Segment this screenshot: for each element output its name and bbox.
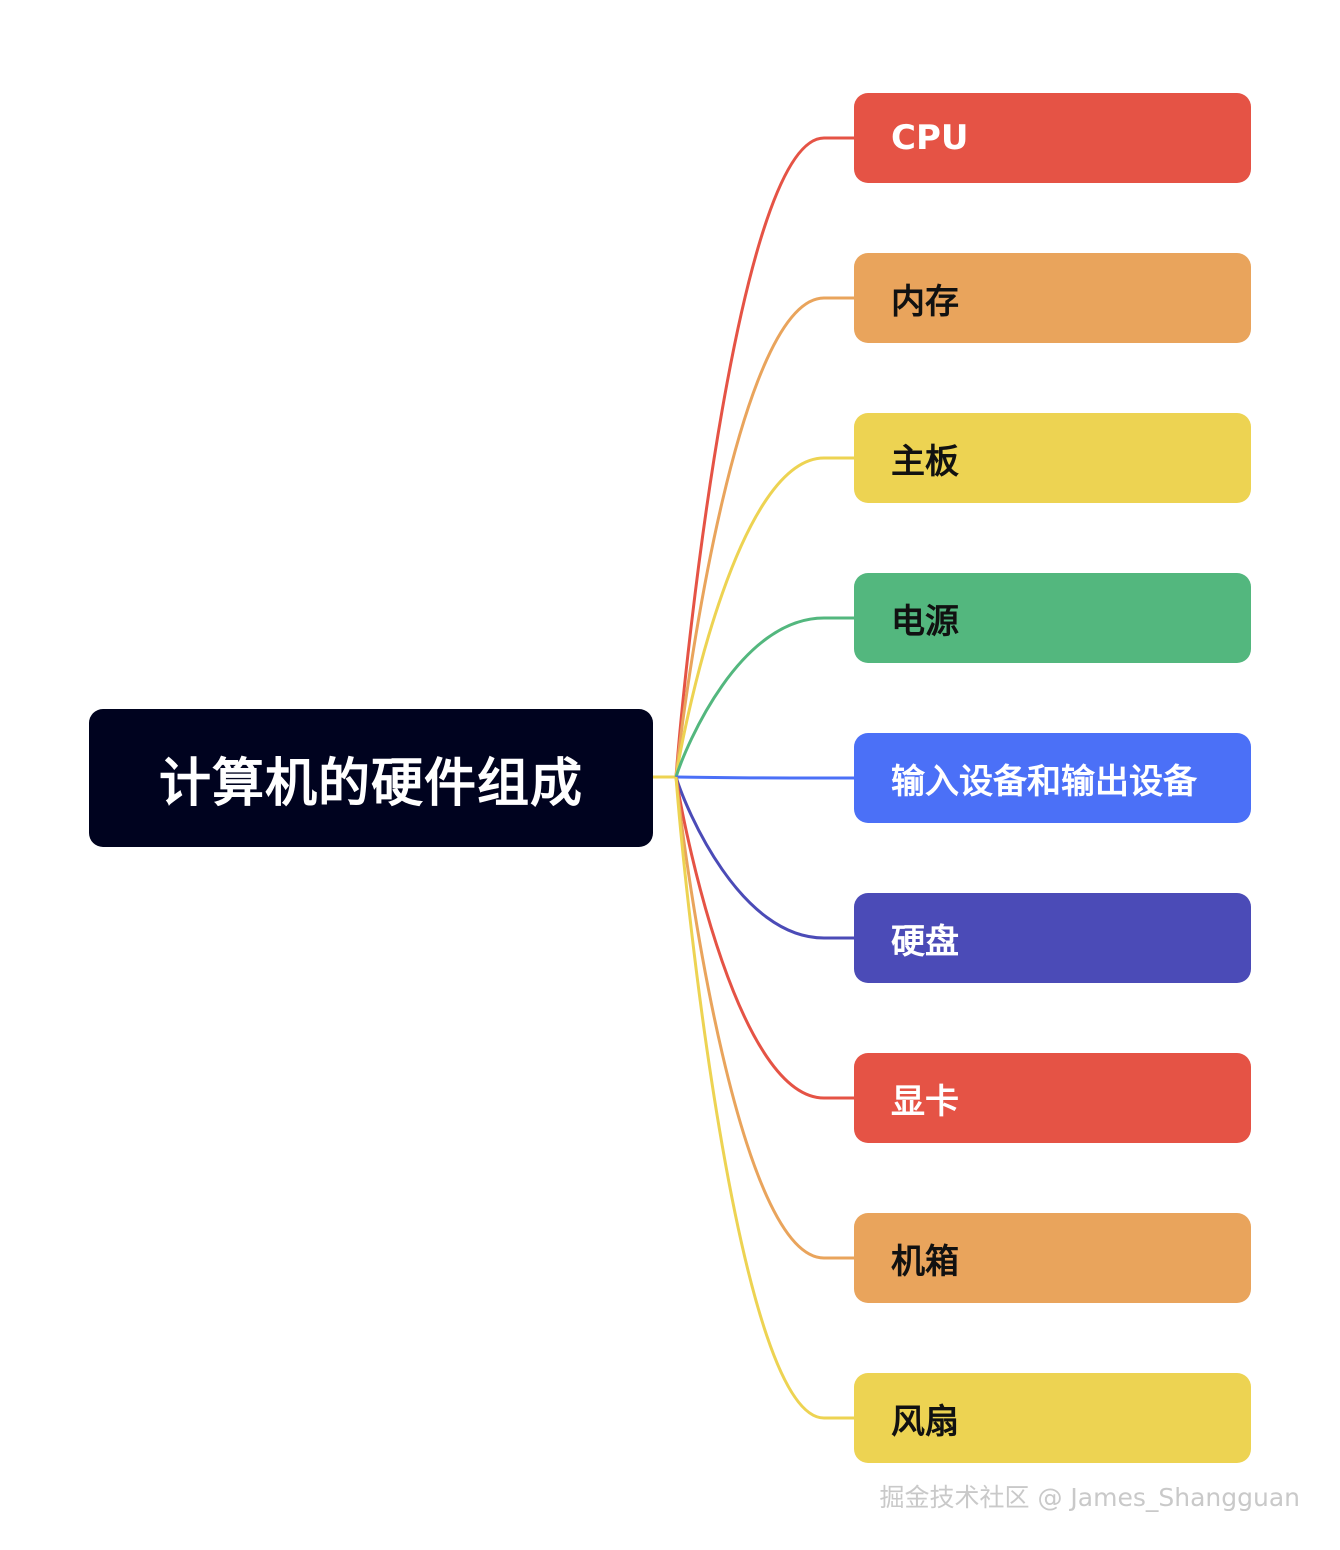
child-node-case[interactable]: 机箱 xyxy=(854,1213,1251,1303)
watermark: 掘金技术社区 @ James_Shangguan xyxy=(879,1483,1300,1512)
connector-line xyxy=(675,775,854,780)
child-label: 风扇 xyxy=(891,1401,959,1442)
child-label: 显卡 xyxy=(891,1081,959,1122)
child-node-fan[interactable]: 风扇 xyxy=(854,1373,1251,1463)
child-node-cpu[interactable]: CPU xyxy=(854,93,1251,183)
connector-line xyxy=(674,776,854,940)
child-label: 硬盘 xyxy=(891,921,959,962)
child-node-memory[interactable]: 内存 xyxy=(854,253,1251,343)
connector-line xyxy=(674,776,854,1100)
root-label: 计算机的硬件组成 xyxy=(158,753,583,814)
child-label: 电源 xyxy=(891,601,959,642)
connector-line xyxy=(674,136,854,778)
connector-line xyxy=(674,456,854,778)
connector-line xyxy=(674,776,854,1260)
child-label: CPU xyxy=(891,118,969,158)
child-node-power-supply[interactable]: 电源 xyxy=(854,573,1251,663)
root-node[interactable]: 计算机的硬件组成 xyxy=(89,709,653,847)
child-node-graphics-card[interactable]: 显卡 xyxy=(854,1053,1251,1143)
child-label: 内存 xyxy=(891,281,959,322)
child-node-hard-disk[interactable]: 硬盘 xyxy=(854,893,1251,983)
child-node-motherboard[interactable]: 主板 xyxy=(854,413,1251,503)
child-label: 输入设备和输出设备 xyxy=(891,761,1197,802)
child-label: 主板 xyxy=(891,441,959,482)
child-node-io-devices[interactable]: 输入设备和输出设备 xyxy=(854,733,1251,823)
child-label: 机箱 xyxy=(891,1241,959,1282)
connector-line xyxy=(674,776,854,1420)
connector-line xyxy=(674,616,854,778)
connector-line xyxy=(674,296,854,778)
